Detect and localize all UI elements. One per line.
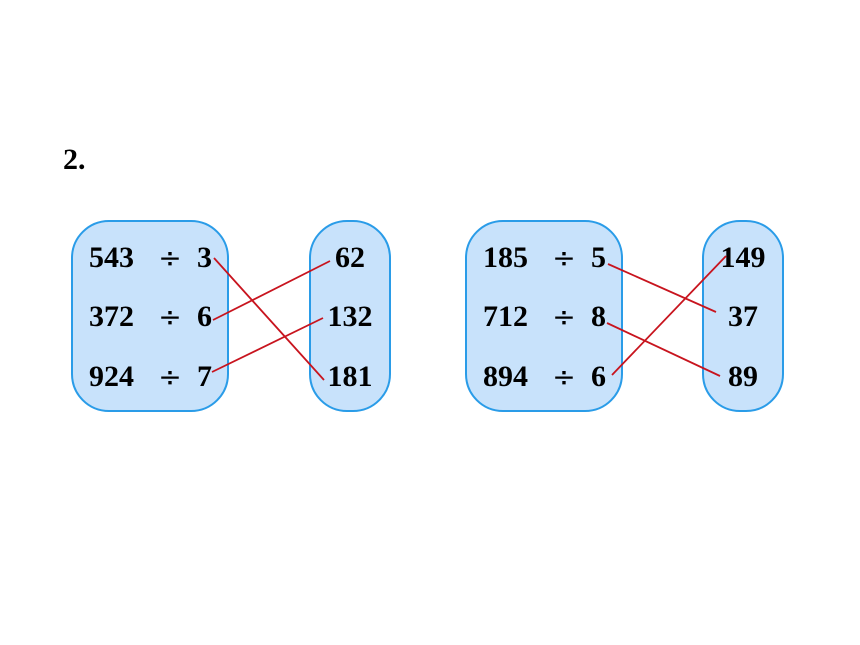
- divide-sign: ÷: [552, 241, 576, 274]
- divisor: 6: [591, 360, 606, 393]
- dividend: 894: [483, 360, 528, 393]
- match-line-185-37: [607, 263, 717, 313]
- problem-number: 2.: [63, 143, 86, 176]
- right-result-3[interactable]: 89: [728, 360, 758, 393]
- right-expression-3[interactable]: 894 ÷ 6: [483, 359, 611, 395]
- divisor: 7: [197, 360, 212, 393]
- right-expression-1[interactable]: 185 ÷ 5: [483, 240, 611, 276]
- divisor: 8: [591, 300, 606, 333]
- left-result-1[interactable]: 62: [335, 241, 365, 274]
- divide-sign: ÷: [158, 360, 182, 393]
- divisor: 6: [197, 300, 212, 333]
- right-result-1[interactable]: 149: [720, 241, 766, 274]
- left-expressions-box: [71, 220, 229, 412]
- divisor: 5: [591, 241, 606, 274]
- divide-sign: ÷: [552, 300, 576, 333]
- dividend: 185: [483, 241, 528, 274]
- divide-sign: ÷: [158, 300, 182, 333]
- left-result-2[interactable]: 132: [327, 300, 373, 333]
- dividend: 543: [89, 241, 134, 274]
- divisor: 3: [197, 241, 212, 274]
- dividend: 924: [89, 360, 134, 393]
- divide-sign: ÷: [158, 241, 182, 274]
- right-result-2[interactable]: 37: [728, 300, 758, 333]
- left-expression-3[interactable]: 924 ÷ 7: [89, 359, 217, 395]
- left-result-3[interactable]: 181: [327, 360, 373, 393]
- right-expressions-box: [465, 220, 623, 412]
- dividend: 712: [483, 300, 528, 333]
- divide-sign: ÷: [552, 360, 576, 393]
- right-expression-2[interactable]: 712 ÷ 8: [483, 299, 611, 335]
- match-line-543-181: [213, 257, 325, 381]
- dividend: 372: [89, 300, 134, 333]
- left-expression-1[interactable]: 543 ÷ 3: [89, 240, 217, 276]
- left-expression-2[interactable]: 372 ÷ 6: [89, 299, 217, 335]
